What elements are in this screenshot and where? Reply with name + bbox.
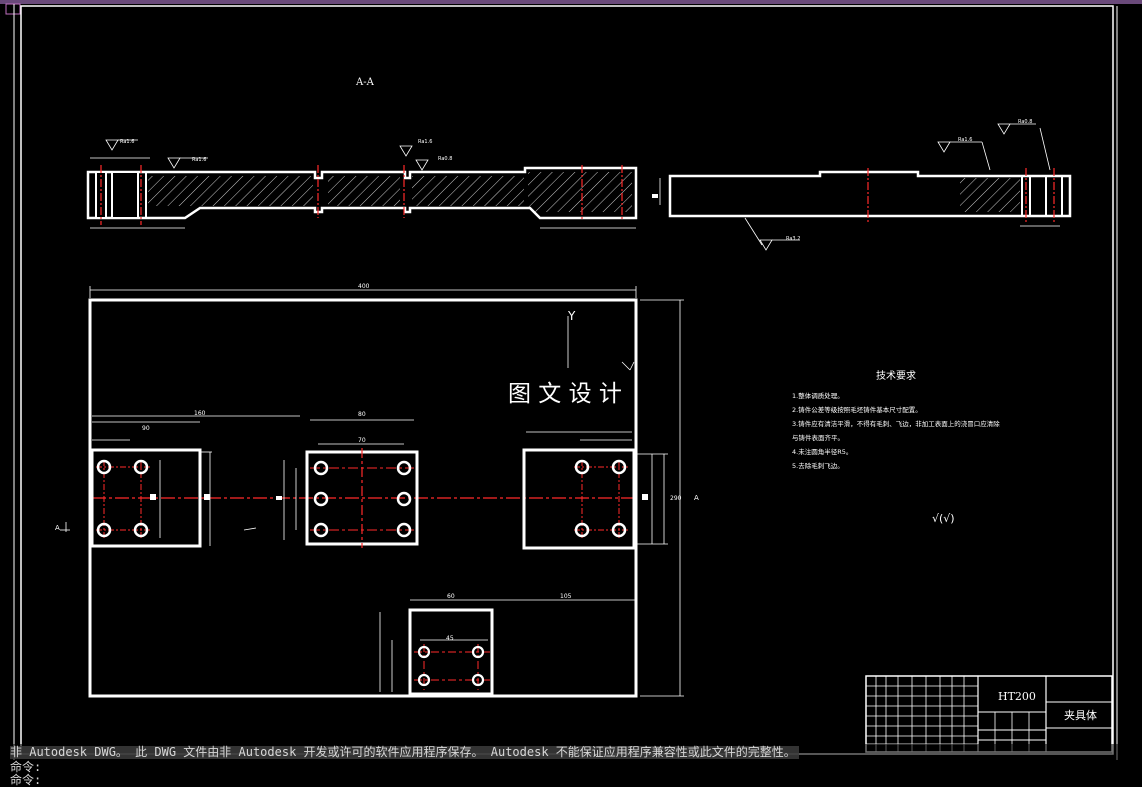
roughness-label-1: Ra1.6 <box>120 139 134 145</box>
holes-right-boss <box>574 459 630 540</box>
side-view <box>668 123 1072 251</box>
tech-req-title: 技术要求 <box>876 369 916 382</box>
tech-req-item-3: 3.铸件应有清洁平滑，不得有毛刺、飞边，非加工表面上的浇冒口应清除 <box>792 419 1000 428</box>
watermark-text: 图 文 设 计 <box>508 381 622 407</box>
tech-req-item-2: 2.铸件公差等级按照毛坯铸件基本尺寸配置。 <box>792 405 922 414</box>
tech-req-item-1: 1.整体调质处理。 <box>792 391 844 400</box>
section-label: A-A <box>355 77 375 88</box>
ucs-icon <box>5 3 21 760</box>
holes-middle-boss <box>313 460 412 538</box>
roughness-label-2: Ra1.6 <box>192 157 206 163</box>
roughness-label-6: Ra0.8 <box>1018 119 1032 125</box>
command-input[interactable]: 命令: <box>10 773 42 787</box>
roughness-label-7: Ra3.2 <box>786 236 800 242</box>
y-axis-label: Y <box>567 309 576 323</box>
command-line-warning: 非 Autodesk DWG。 此 DWG 文件由非 Autodesk 开发或许… <box>10 746 799 759</box>
dim-80: 80 <box>358 411 366 418</box>
tech-req-item-6: 5.去除毛刺飞边。 <box>792 461 844 470</box>
window-top-border <box>0 0 1142 4</box>
dim-70: 70 <box>358 437 366 444</box>
title-block-material: HT200 <box>998 690 1036 703</box>
dim-105: 105 <box>560 593 572 600</box>
holes-left-boss <box>96 459 150 540</box>
dim-45: 45 <box>446 635 454 642</box>
dim-overall-width: 400 <box>358 283 370 290</box>
tech-req-item-4: 与铸件表面齐平。 <box>792 433 844 442</box>
roughness-label-3: Ra1.6 <box>418 139 432 145</box>
section-marker-right: A <box>694 494 699 502</box>
roughness-label-5: Ra1.6 <box>958 137 972 143</box>
plan-view <box>60 286 684 698</box>
dim-160: 160 <box>194 410 206 417</box>
section-view-aa <box>86 139 661 229</box>
title-block-part-name: 夹具体 <box>1064 708 1097 722</box>
roughness-label-4: Ra0.8 <box>438 156 452 162</box>
dim-90: 90 <box>142 425 150 432</box>
dim-60: 60 <box>447 593 455 600</box>
command-prompt-history: 命令: <box>10 760 42 774</box>
tech-requirements: 技术要求 1.整体调质处理。 2.铸件公差等级按照毛坯铸件基本尺寸配置。 3.铸… <box>792 369 1000 470</box>
tech-req-item-5: 4.未注圆角半径R5。 <box>792 447 852 456</box>
section-marker-left: A <box>55 524 60 532</box>
roughness-note: √(√) <box>932 512 955 525</box>
dim-290: 290 <box>670 495 682 502</box>
holes-bottom-boss <box>417 645 485 687</box>
command-line-panel[interactable]: 非 Autodesk DWG。 此 DWG 文件由非 Autodesk 开发或许… <box>0 744 1142 787</box>
